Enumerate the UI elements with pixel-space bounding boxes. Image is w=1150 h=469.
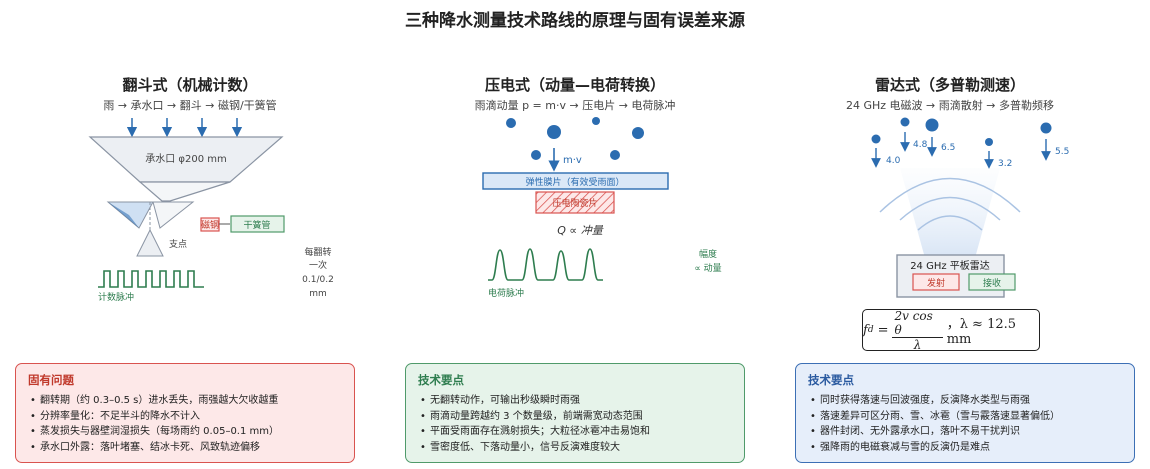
- pivot-base: [136, 228, 164, 257]
- charge-pulse-wave: [488, 248, 603, 281]
- formula-sub: d: [867, 325, 874, 335]
- radar-title: 雷达式（多普勒测速）: [874, 76, 1025, 94]
- list-item: 平面受雨面存在溅射损失；大粒径冰雹冲击易饱和: [420, 424, 732, 440]
- list-item: 翻转期（约 0.3–0.5 s）进水丢失，雨强越大欠收越重: [30, 393, 342, 409]
- tip-note-1: 每翻转: [304, 246, 331, 258]
- list-item: 承水口外露：落叶堵塞、结冰卡死、风致轨迹偏移: [30, 440, 342, 456]
- reed-switch-label: 干簧管: [243, 219, 270, 231]
- reed-switch-box: [230, 215, 285, 233]
- radar-subtitle: 24 GHz 电磁波 → 雨滴散射 → 多普勒频移: [846, 99, 1054, 112]
- list-item: 器件封闭、无外露承水口，落叶不易干扰判识: [810, 424, 1122, 440]
- piezo-subtitle: 雨滴动量 p = m·v → 压电片 → 电荷脉冲: [474, 99, 676, 112]
- pivot-label: 支点: [169, 238, 187, 250]
- bucket-right: [152, 201, 195, 229]
- tipping-title: 翻斗式（机械计数）: [122, 76, 258, 94]
- radar-panel-label: 24 GHz 平板雷达: [910, 259, 990, 272]
- list-item: 雪密度低、下落动量小，信号反演难度较大: [420, 440, 732, 456]
- bucket-water: [108, 202, 139, 228]
- bucket-left: [106, 201, 154, 229]
- tip-note-2: 一次: [309, 259, 327, 271]
- speed-label-4: 3.2: [998, 159, 1012, 169]
- list-item: 落速差异可区分雨、雪、冰雹（雪与霰落速显著偏低）: [810, 409, 1122, 425]
- count-pulse-wave: [98, 270, 204, 288]
- tip-note-3: 0.1/0.2: [302, 275, 334, 285]
- magnet-label: 磁钢: [201, 219, 219, 231]
- formula-tail: ，λ ≈ 12.5 mm: [946, 317, 1017, 347]
- funnel-neck: [138, 181, 231, 202]
- list-item: 同时获得落速与回波强度，反演降水类型与雨强: [810, 393, 1122, 409]
- formula-fraction: 2v cos θ λ: [892, 309, 943, 352]
- membrane-label: 弹性膜片（有效受雨面）: [525, 176, 624, 188]
- tip-note-4: mm: [309, 289, 327, 299]
- radar-points-list: 同时获得落速与回波强度，反演降水类型与雨强 落速差异可区分雨、雪、冰雹（雪与霰落…: [808, 393, 1122, 455]
- radar-raindrops: [871, 117, 1052, 169]
- funnel-label: 承水口 φ200 mm: [145, 153, 227, 165]
- rx-label: 接收: [983, 277, 1001, 289]
- tipping-rain-arrows: [126, 118, 243, 138]
- tx-label: 发射: [927, 277, 945, 289]
- radar-points-heading: 技术要点: [808, 373, 854, 387]
- radar-wave-middle: [899, 196, 1001, 221]
- tx-box: [912, 273, 960, 291]
- speed-label-3: 6.5: [941, 143, 955, 153]
- piezo-points-box: 技术要点 无翻转动作，可输出秒级瞬时雨强 雨滴动量跨越约 3 个数量级，前端需宽…: [405, 363, 745, 463]
- speed-label-1: 4.0: [886, 156, 901, 166]
- list-item: 分辨率量化：不足半斗的降水不计入: [30, 409, 342, 425]
- charge-pulse-label: 电荷脉冲: [488, 287, 524, 299]
- charge-formula: Q ∝ 冲量: [557, 224, 604, 237]
- speed-label-5: 5.5: [1055, 147, 1069, 157]
- tipping-issues-list: 翻转期（约 0.3–0.5 s）进水丢失，雨强越大欠收越重 分辨率量化：不足半斗…: [28, 393, 342, 455]
- list-item: 强降雨的电磁衰减与雪的反演仍是难点: [810, 440, 1122, 456]
- tipping-issues-heading: 固有问题: [28, 373, 74, 387]
- list-item: 无翻转动作，可输出秒级瞬时雨强: [420, 393, 732, 409]
- formula-numerator: 2v cos θ: [892, 309, 943, 338]
- radar-beam: [900, 168, 1000, 258]
- tipping-subtitle: 雨 → 承水口 → 翻斗 → 磁钢/干簧管: [103, 99, 277, 112]
- page-title: 三种降水测量技术路线的原理与固有误差来源: [405, 11, 745, 31]
- amp-note-2: ∝ 动量: [694, 263, 721, 274]
- list-item: 蒸发损失与器壁润湿损失（每场雨约 0.05–0.1 mm）: [30, 424, 342, 440]
- radar-wave-inner: [917, 215, 983, 231]
- piezo-points-list: 无翻转动作，可输出秒级瞬时雨强 雨滴动量跨越约 3 个数量级，前端需宽动态范围 …: [418, 393, 732, 455]
- tipping-issues-box: 固有问题 翻转期（约 0.3–0.5 s）进水丢失，雨强越大欠收越重 分辨率量化…: [15, 363, 355, 463]
- amp-note-1: 幅度: [699, 248, 717, 260]
- formula-lhs: f: [863, 322, 868, 338]
- piezo-raindrops: [506, 117, 644, 160]
- piezo-title: 压电式（动量—电荷转换）: [484, 76, 665, 94]
- radar-points-box: 技术要点 同时获得落速与回波强度，反演降水类型与雨强 落速差异可区分雨、雪、冰雹…: [795, 363, 1135, 463]
- formula-eq: =: [877, 322, 889, 338]
- formula-denominator: λ: [913, 337, 922, 352]
- rx-box: [968, 273, 1016, 291]
- piezo-element-label: 压电陶瓷片: [552, 197, 597, 209]
- piezo-element: [535, 191, 615, 214]
- count-pulse-label: 计数脉冲: [98, 291, 134, 303]
- speed-label-2: 4.8: [913, 140, 928, 150]
- membrane: [482, 172, 669, 190]
- list-item: 雨滴动量跨越约 3 个数量级，前端需宽动态范围: [420, 409, 732, 425]
- piezo-points-heading: 技术要点: [418, 373, 464, 387]
- mv-label: m·v: [563, 155, 582, 166]
- radar-wave-outer: [879, 177, 1021, 213]
